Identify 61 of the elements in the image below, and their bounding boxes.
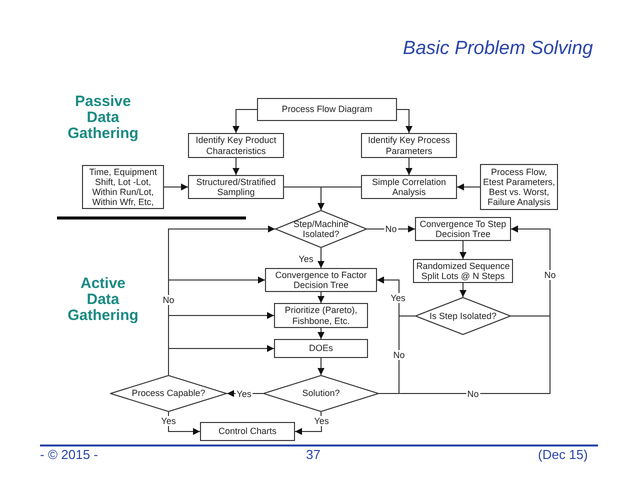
process-box (265, 268, 377, 292)
edge-label: Yes (298, 254, 314, 264)
edge-label: Yes (313, 416, 330, 426)
process-box (361, 133, 457, 158)
arrow (318, 292, 324, 304)
node-text: Process Flow, Etest Parameters, Best vs. Worst, Failure Analysis (482, 166, 556, 208)
node-text: Is Step Isolated? (429, 310, 497, 322)
process-box (188, 175, 284, 199)
copyright-text: - © 2015 - (40, 447, 98, 462)
node-text: Time, Equipment Shift, Lot -Lot, Within Run/Lot, Within Wfr, Etc, (88, 166, 158, 208)
edge-label: No (466, 388, 480, 398)
edge-label: No (543, 270, 557, 280)
node-text: Identify Key Process Parameters (366, 135, 452, 156)
process-box (188, 133, 284, 158)
node-text: Simple Correlation Analysis (370, 176, 448, 198)
slide-title: Basic Problem Solving (402, 38, 593, 60)
node-text: Step/Machine Isolated? (292, 218, 350, 240)
process-box (415, 217, 511, 241)
arrow (396, 109, 412, 134)
date-text: (Dec 15) (538, 447, 588, 462)
arrow (460, 240, 466, 260)
arrow (406, 158, 412, 176)
edge-label: No (162, 295, 176, 305)
edge-label: Yes (390, 293, 406, 303)
arrow (318, 358, 324, 376)
arrow (232, 158, 240, 176)
node-text: Convergence to Factor Decision Tree (274, 270, 368, 290)
process-box (257, 98, 397, 121)
process-box (200, 422, 295, 441)
arrow (456, 184, 480, 190)
arrow (460, 282, 466, 298)
node-text: Structured/Stratified Sampling (195, 176, 277, 198)
node-text: DOEs (308, 343, 333, 354)
arrow (164, 184, 188, 190)
process-box (274, 303, 368, 328)
node-text: Identify Key Product Characteristics (194, 135, 278, 156)
node-text: Process Capable? (132, 388, 206, 399)
edge-label: No (392, 350, 406, 360)
node-text: Convergence To Step Decision Tree (418, 218, 508, 240)
process-box (361, 175, 457, 199)
process-box (274, 339, 368, 358)
arrow (168, 345, 274, 376)
edge-label: Yes (160, 416, 177, 426)
node-text: Control Charts (218, 426, 277, 437)
section-heading: Active Data Gathering (66, 276, 140, 324)
node-text: Randomized Sequence Split Lots @ N Steps (415, 260, 511, 282)
arrow (318, 248, 324, 268)
arrow (232, 109, 258, 134)
page-number: 37 (306, 447, 320, 462)
node-text: Solution? (302, 388, 340, 399)
node-text: Prioritize (Pareto), Fishbone, Etc. (284, 305, 358, 326)
process-box (82, 165, 164, 209)
arrow (294, 412, 322, 435)
node-text: Process Flow Diagram (282, 104, 372, 115)
arrow (168, 412, 200, 435)
edge-label: No (384, 224, 398, 234)
arrow (318, 328, 324, 340)
edge-label: Yes (236, 388, 252, 398)
section-heading: Passive Data Gathering (66, 94, 140, 142)
arrow (376, 276, 400, 394)
arrow (318, 186, 362, 210)
